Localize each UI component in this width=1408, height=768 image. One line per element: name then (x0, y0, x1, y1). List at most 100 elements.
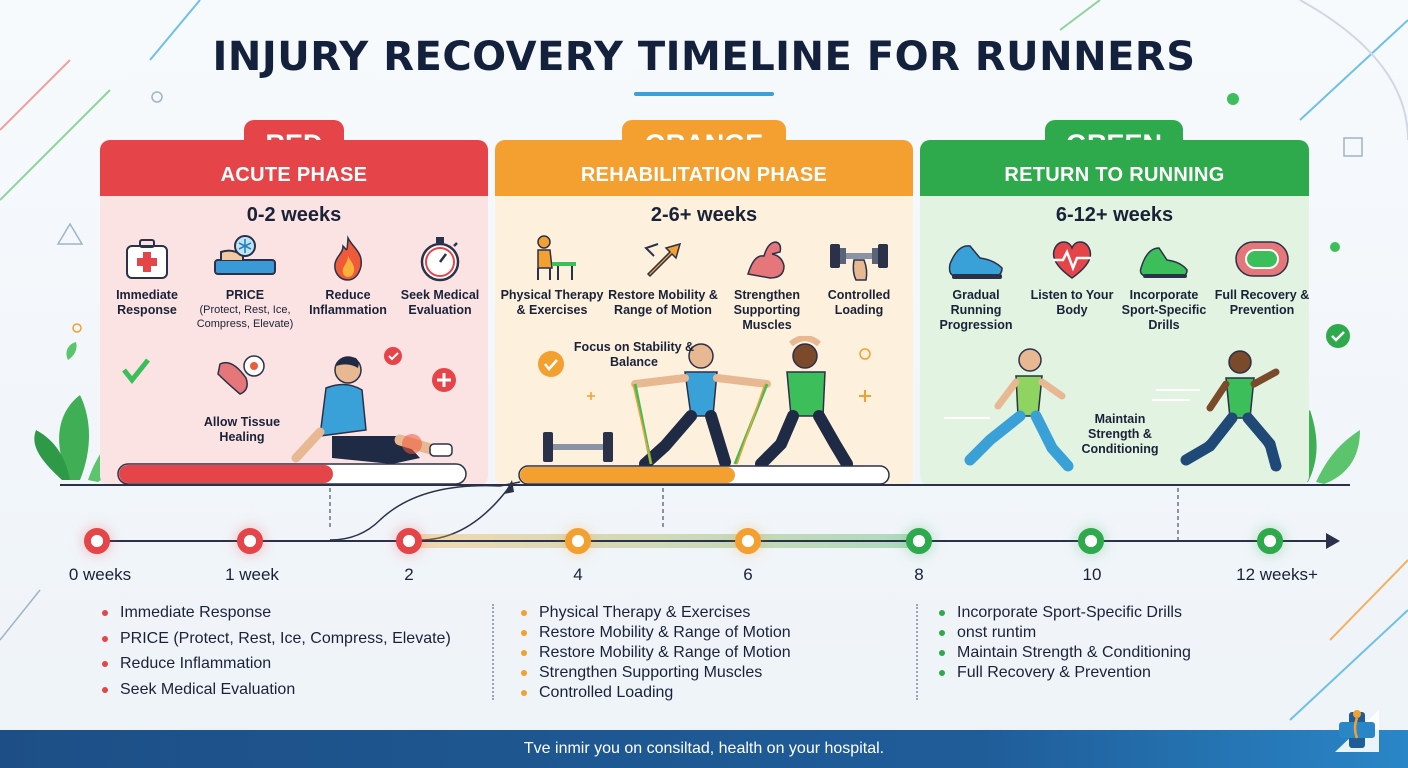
item-label: Reduce Inflammation (309, 288, 387, 317)
item-label: Full Recovery & Prevention (1214, 288, 1309, 317)
list-item: Incorporate Sport-Specific Drills (939, 603, 1191, 623)
return-item-listen-body: Listen to Your Body (1022, 234, 1122, 318)
flame-icon (334, 235, 362, 281)
rehab-item-restore-mobility: Restore Mobility & Range of Motion (603, 234, 723, 318)
list-item: Maintain Strength & Conditioning (939, 643, 1191, 663)
list-item: Restore Mobility & Range of Motion (521, 643, 791, 663)
list-item: PRICE (Protect, Rest, Ice, Compress, Ele… (102, 629, 451, 649)
resistance-band-exerciser (631, 343, 771, 470)
acute-phase-list: Immediate Response PRICE (Protect, Rest,… (102, 603, 451, 705)
rehab-phase-illustration (518, 336, 890, 485)
rehab-phase-name: REHABILITATION PHASE (580, 164, 828, 186)
acute-item-immediate-response: Immediate Response (100, 234, 197, 318)
list-item: Physical Therapy & Exercises (521, 603, 791, 623)
return-to-running-card: RETURN TO RUNNING 6-12+ weeks Gradual Ru… (920, 140, 1309, 486)
timeline-tick-label: 6 (743, 565, 753, 584)
acute-item-price: PRICE (Protect, Rest, Ice, Compress, Ele… (185, 234, 305, 331)
dumbbell-icon (830, 244, 888, 281)
timeline-tick-label: 12 weeks+ (1236, 565, 1318, 584)
timeline-marker-6 (735, 528, 761, 554)
footer-bar: Tve inmir you on consiltad, health on yo… (0, 730, 1408, 768)
item-label: Physical Therapy & Exercises (500, 288, 604, 317)
acute-phase-name: ACUTE PHASE (220, 164, 368, 186)
timeline-tick-label: 10 (1082, 565, 1102, 584)
acute-item-seek-medical: Seek Medical Evaluation (390, 234, 488, 318)
item-label: Immediate Response (116, 288, 178, 317)
return-phase-name: RETURN TO RUNNING (1004, 164, 1225, 186)
timeline-axis (96, 540, 1332, 542)
list-divider (916, 604, 918, 700)
timeline-tick-label: 1 week (225, 565, 279, 584)
return-item-gradual-running: Gradual Running Progression (926, 234, 1026, 333)
timeline-marker-8 (906, 528, 932, 554)
heartbeat-icon (1052, 241, 1092, 279)
list-item: Seek Medical Evaluation (102, 680, 451, 700)
rehab-phase-weeks: 2-6+ weeks (650, 204, 758, 226)
acute-phase-card: ACUTE PHASE 0-2 weeks Immediate Response… (100, 140, 488, 486)
page-title: INJURY RECOVERY TIMELINE FOR RUNNERS (212, 34, 1196, 80)
title-underline (634, 92, 774, 96)
item-label: Restore Mobility & Range of Motion (608, 288, 718, 317)
timeline-marker-2 (396, 528, 422, 554)
injured-runner-illustration (291, 356, 453, 464)
therapy-desk-icon (537, 235, 576, 280)
running-shoe-icon (948, 245, 1003, 279)
green-shoe-icon (1139, 247, 1188, 278)
medical-cross-logo-icon (1335, 710, 1379, 752)
list-item: Strengthen Supporting Muscles (521, 663, 791, 683)
lunge-exerciser (755, 336, 853, 470)
list-item: Controlled Loading (521, 683, 791, 703)
timeline-tick-label: 0 weeks (68, 565, 132, 584)
phase-baseline (60, 484, 1350, 486)
return-item-full-recovery: Full Recovery & Prevention (1212, 234, 1309, 318)
rehab-item-physical-therapy: Physical Therapy & Exercises (496, 234, 608, 318)
item-label: Strengthen Supporting Muscles (733, 288, 801, 332)
timeline-marker-1 (237, 528, 263, 554)
return-phase-list: Incorporate Sport-Specific Drills onst r… (939, 603, 1191, 683)
list-item: onst runtim (939, 623, 1191, 643)
list-item: Full Recovery & Prevention (939, 663, 1191, 683)
timeline-tick-label: 4 (573, 565, 583, 584)
item-label: PRICE (225, 288, 265, 302)
acute-phase-header: ACUTE PHASE (100, 140, 488, 196)
list-item: Reduce Inflammation (102, 654, 451, 674)
item-label: Incorporate Sport-Specific Drills (1121, 288, 1207, 332)
timeline-marker-10 (1078, 528, 1104, 554)
rehab-phase-header: REHABILITATION PHASE (495, 140, 913, 196)
item-label: Controlled Loading (827, 288, 891, 317)
return-phase-illustration (944, 348, 1282, 472)
runner-1-illustration (964, 348, 1074, 472)
stopwatch-icon (420, 237, 460, 282)
item-sublabel: (Protect, Rest, Ice, Compress, Elevate) (196, 304, 294, 330)
running-track-icon (1235, 241, 1289, 277)
timeline-marker-0 (84, 528, 110, 554)
ice-pack-icon (214, 235, 276, 275)
list-item: Immediate Response (102, 603, 451, 623)
maintain-strength-label: Maintain Strength & Conditioning (1081, 412, 1159, 456)
rehab-item-controlled-loading: Controlled Loading (809, 234, 909, 318)
item-label: Listen to Your Body (1030, 288, 1114, 317)
list-divider (492, 604, 494, 700)
return-phase-weeks: 6-12+ weeks (1055, 204, 1174, 226)
first-aid-kit-icon (126, 239, 168, 279)
timeline-marker-4 (565, 528, 591, 554)
runner-2-illustration (1180, 350, 1282, 472)
allow-tissue-healing-label: Allow Tissue Healing (203, 415, 281, 444)
timeline-tick-label: 2 (404, 565, 414, 584)
item-label: Seek Medical Evaluation (400, 288, 480, 317)
rehab-phase-list: Physical Therapy & Exercises Restore Mob… (521, 603, 791, 703)
item-label: Gradual Running Progression (939, 288, 1013, 332)
muscle-icon (217, 355, 265, 395)
footer-text: Tve inmir you on consiltad, health on yo… (523, 740, 885, 757)
timeline-tick-label: 8 (914, 565, 924, 584)
timeline-marker-12 (1257, 528, 1283, 554)
flexed-arm-icon (747, 241, 785, 279)
rehabilitation-phase-card: REHABILITATION PHASE 2-6+ weeks Physical… (495, 140, 913, 486)
acute-phase-weeks: 0-2 weeks (246, 204, 342, 226)
stability-balance-label: Focus on Stability & Balance (573, 340, 695, 369)
rehab-item-strengthen-muscles: Strengthen Supporting Muscles (717, 234, 817, 333)
list-item: Restore Mobility & Range of Motion (521, 623, 791, 643)
mobility-arrows-icon (644, 242, 682, 278)
acute-phase-illustration (117, 347, 467, 485)
return-item-sport-drills: Incorporate Sport-Specific Drills (1112, 234, 1216, 333)
